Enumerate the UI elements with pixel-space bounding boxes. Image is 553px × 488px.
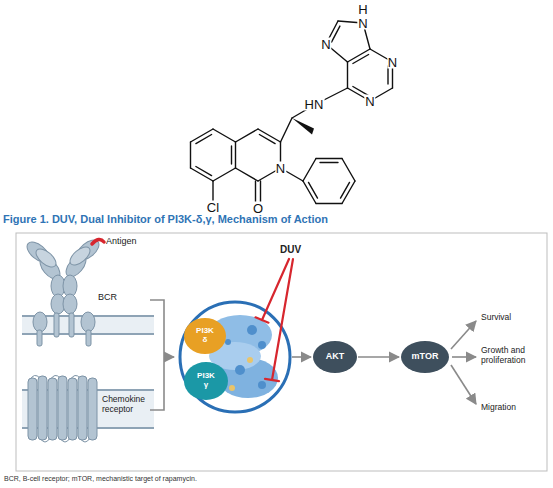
outcome-label: Migration — [481, 403, 543, 413]
pi3k-gamma-subunit: PI3K γ — [184, 362, 228, 400]
atom-label: Cl — [206, 201, 220, 214]
antigen-mark — [92, 239, 104, 244]
atom-label: N — [364, 95, 375, 108]
node-text: PI3K γ — [197, 372, 215, 390]
outcome-label: Growth and proliferation — [481, 346, 543, 366]
drug-label: DUV — [280, 244, 320, 256]
signal-bracket — [150, 300, 174, 410]
pathway-arrows — [292, 321, 476, 404]
pi3k-delta-subunit: PI3K δ — [184, 318, 226, 354]
atom-label: HN — [304, 98, 325, 111]
inhibition-lines — [256, 259, 294, 381]
antigen-label: Antigen — [106, 236, 166, 246]
node-text: PI3K δ — [196, 327, 214, 345]
pathway-node: mTOR — [401, 341, 449, 373]
atom-label: H — [357, 3, 368, 16]
pi3k-complex-circle — [180, 302, 290, 412]
node-text: AKT — [326, 352, 345, 362]
outcome-label: Survival — [481, 313, 543, 323]
stereo-wedge — [292, 118, 314, 135]
chemokine-receptor-illustration — [28, 375, 97, 442]
pathway-node: AKT — [313, 341, 357, 373]
bcr-illustration — [24, 236, 103, 346]
atom-label: N — [275, 162, 286, 175]
atom-label: O — [252, 202, 264, 215]
node-text: mTOR — [412, 352, 439, 362]
receptor-label: BCR — [98, 292, 138, 302]
figure-panel — [16, 233, 547, 471]
atom-label: N — [320, 38, 331, 51]
pathway-arrow — [358, 356, 399, 358]
footnote: BCR, B-cell receptor; mTOR, mechanistic … — [4, 475, 197, 483]
atom-label: N — [357, 17, 368, 30]
molecule-bonds — [191, 21, 393, 205]
atom-label: N — [387, 56, 398, 69]
receptor-label: Chemokine receptor — [102, 395, 148, 415]
figure-title: Figure 1. DUV, Dual Inhibitor of PI3K-δ,… — [3, 213, 328, 226]
